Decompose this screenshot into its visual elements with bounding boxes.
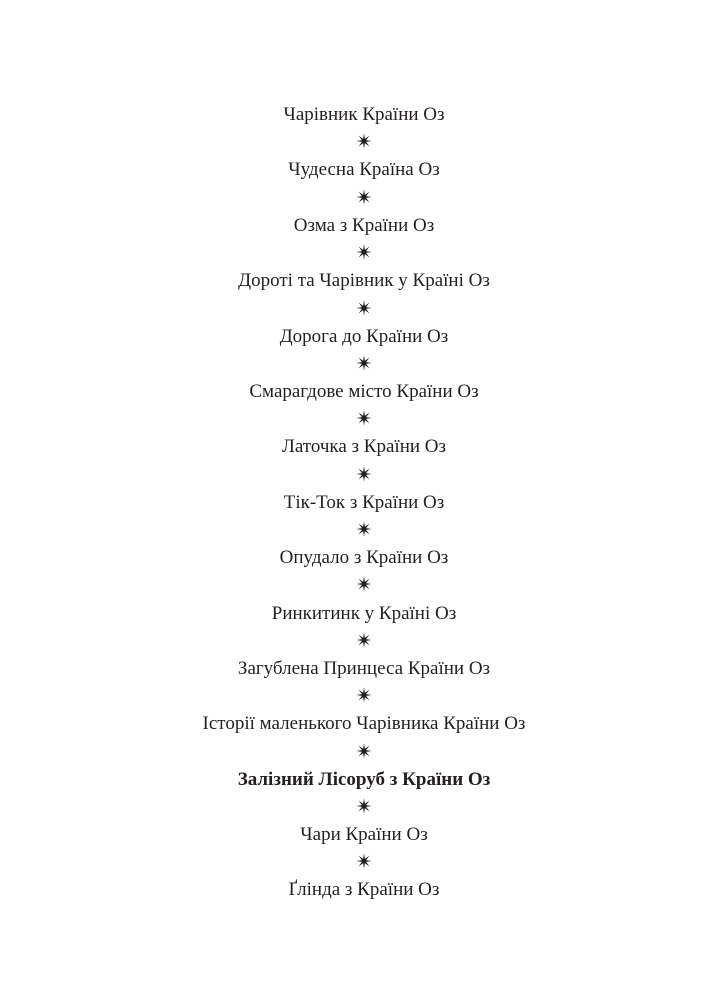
list-item: Чудесна Країна Оз bbox=[0, 156, 728, 211]
eight-point-star-icon bbox=[0, 628, 728, 652]
eight-point-star-icon bbox=[0, 849, 728, 873]
eight-point-star-icon bbox=[0, 295, 728, 319]
eight-point-star-icon bbox=[0, 129, 728, 153]
list-item: Чари Країни Оз bbox=[0, 821, 728, 876]
list-item: Тік-Ток з Країни Оз bbox=[0, 489, 728, 544]
list-item: Латочка з Країни Оз bbox=[0, 433, 728, 488]
list-item: Загублена Принцеса Країни Оз bbox=[0, 655, 728, 710]
eight-point-star-icon bbox=[0, 683, 728, 707]
book-title: Ринкитинк у Країні Оз bbox=[271, 602, 457, 624]
eight-point-star-icon bbox=[0, 406, 728, 430]
book-title: Історії маленького Чарівника Країни Оз bbox=[202, 713, 526, 735]
book-title: Латочка з Країни Оз bbox=[281, 436, 447, 458]
eight-point-star-icon bbox=[0, 794, 728, 818]
eight-point-star-icon bbox=[0, 240, 728, 264]
book-title: Озма з Країни Оз bbox=[293, 214, 435, 236]
list-item: Ринкитинк у Країні Оз bbox=[0, 600, 728, 655]
book-title: Чудесна Країна Оз bbox=[288, 159, 440, 181]
eight-point-star-icon bbox=[0, 517, 728, 541]
list-item: Дорога до Країни Оз bbox=[0, 323, 728, 378]
eight-point-star-icon bbox=[0, 184, 728, 208]
list-item: Смарагдове місто Країни Оз bbox=[0, 378, 728, 433]
book-title: Загублена Принцеса Країни Оз bbox=[237, 657, 491, 679]
book-title: Чарівник Країни Оз bbox=[283, 104, 445, 125]
book-title: Опудало з Країни Оз bbox=[279, 547, 449, 569]
book-title: Ґлінда з Країни Оз bbox=[288, 879, 440, 901]
book-title: Тік-Ток з Країни Оз bbox=[283, 491, 445, 513]
book-title: Дорога до Країни Оз bbox=[279, 325, 449, 347]
book-title: Чари Країни Оз bbox=[300, 824, 428, 846]
eight-point-star-icon bbox=[0, 351, 728, 375]
book-title-current: Залізний Лісоруб з Країни Оз bbox=[237, 768, 491, 790]
eight-point-star-icon bbox=[0, 461, 728, 485]
eight-point-star-icon bbox=[0, 738, 728, 762]
book-title: Смарагдове місто Країни Оз bbox=[249, 380, 479, 402]
list-item: Опудало з Країни Оз bbox=[0, 544, 728, 599]
list-item: Ґлінда з Країни Оз bbox=[0, 876, 728, 931]
list-item: Історії маленького Чарівника Країни Оз bbox=[0, 710, 728, 765]
list-item: Залізний Лісоруб з Країни Оз bbox=[0, 766, 728, 821]
list-item: Озма з Країни Оз bbox=[0, 212, 728, 267]
eight-point-star-icon bbox=[0, 572, 728, 596]
book-title: Дороті та Чарівник у Країні Оз bbox=[238, 270, 490, 292]
list-item: Чарівник Країни Оз bbox=[0, 101, 728, 156]
list-item: Дороті та Чарівник у Країні Оз bbox=[0, 267, 728, 322]
series-titles-list: Чарівник Країни Оз Чудесна Країна Оз Озма … bbox=[0, 101, 728, 932]
